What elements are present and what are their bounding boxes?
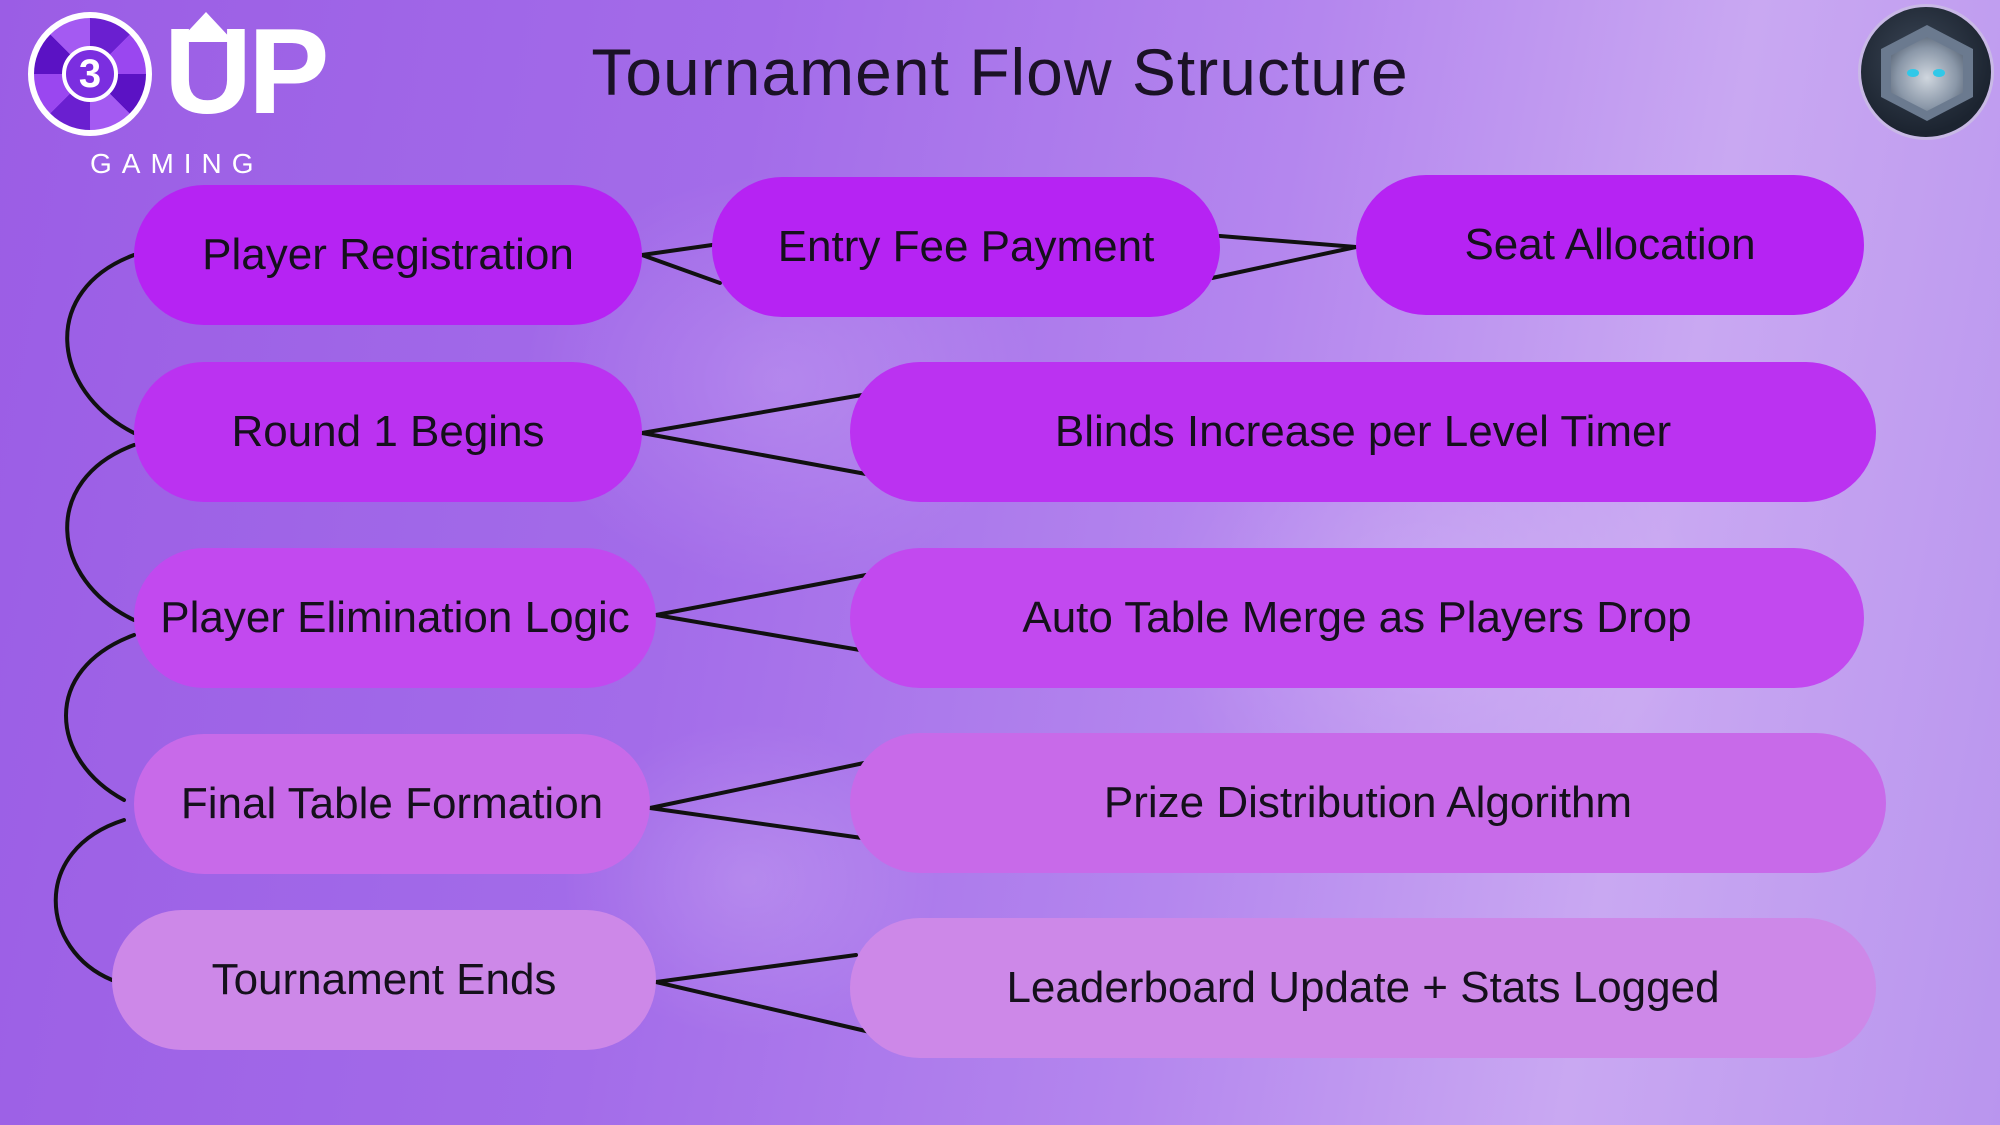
flow-node-prize-distribution: Prize Distribution Algorithm xyxy=(850,733,1886,873)
flow-node-blinds-increase: Blinds Increase per Level Timer xyxy=(850,362,1876,502)
connector-arc-2 xyxy=(65,443,136,622)
flow-node-leaderboard-update: Leaderboard Update + Stats Logged xyxy=(850,918,1876,1058)
flow-node-player-elimination: Player Elimination Logic xyxy=(134,548,656,688)
up-arrow-icon xyxy=(178,12,234,42)
connector-arc-4 xyxy=(53,818,126,982)
flow-node-player-registration: Player Registration xyxy=(134,185,642,325)
connector-entryfee-seat xyxy=(1210,234,1358,280)
page-title: Tournament Flow Structure xyxy=(591,35,1409,109)
flow-node-auto-table-merge: Auto Table Merge as Players Drop xyxy=(850,548,1864,688)
logo-wordmark: UP xyxy=(164,3,329,139)
flow-node-final-table: Final Table Formation xyxy=(134,734,650,874)
connector-elimination-merge xyxy=(654,573,868,652)
connector-arc-3 xyxy=(64,633,136,802)
flow-node-entry-fee-payment: Entry Fee Payment xyxy=(712,177,1220,317)
connector-round1-blinds xyxy=(640,393,868,476)
connector-registration-entryfee xyxy=(640,243,722,285)
logo-chip-number: 3 xyxy=(62,46,118,102)
poker-chip-icon: 3 xyxy=(28,12,152,136)
badge-eyes xyxy=(1907,69,1947,79)
flow-node-round-1-begins: Round 1 Begins xyxy=(134,362,642,502)
logo-subtitle: GAMING xyxy=(90,148,264,179)
flow-node-tournament-ends: Tournament Ends xyxy=(112,910,656,1050)
connector-ends-leaderboard xyxy=(654,953,872,1034)
brand-logo: 3 UP GAMING xyxy=(24,6,344,182)
flow-node-seat-allocation: Seat Allocation xyxy=(1356,175,1864,315)
connector-finaltable-prize xyxy=(648,761,866,840)
connector-arc-1 xyxy=(65,253,136,435)
gorilla-emblem-icon xyxy=(1858,4,1994,140)
